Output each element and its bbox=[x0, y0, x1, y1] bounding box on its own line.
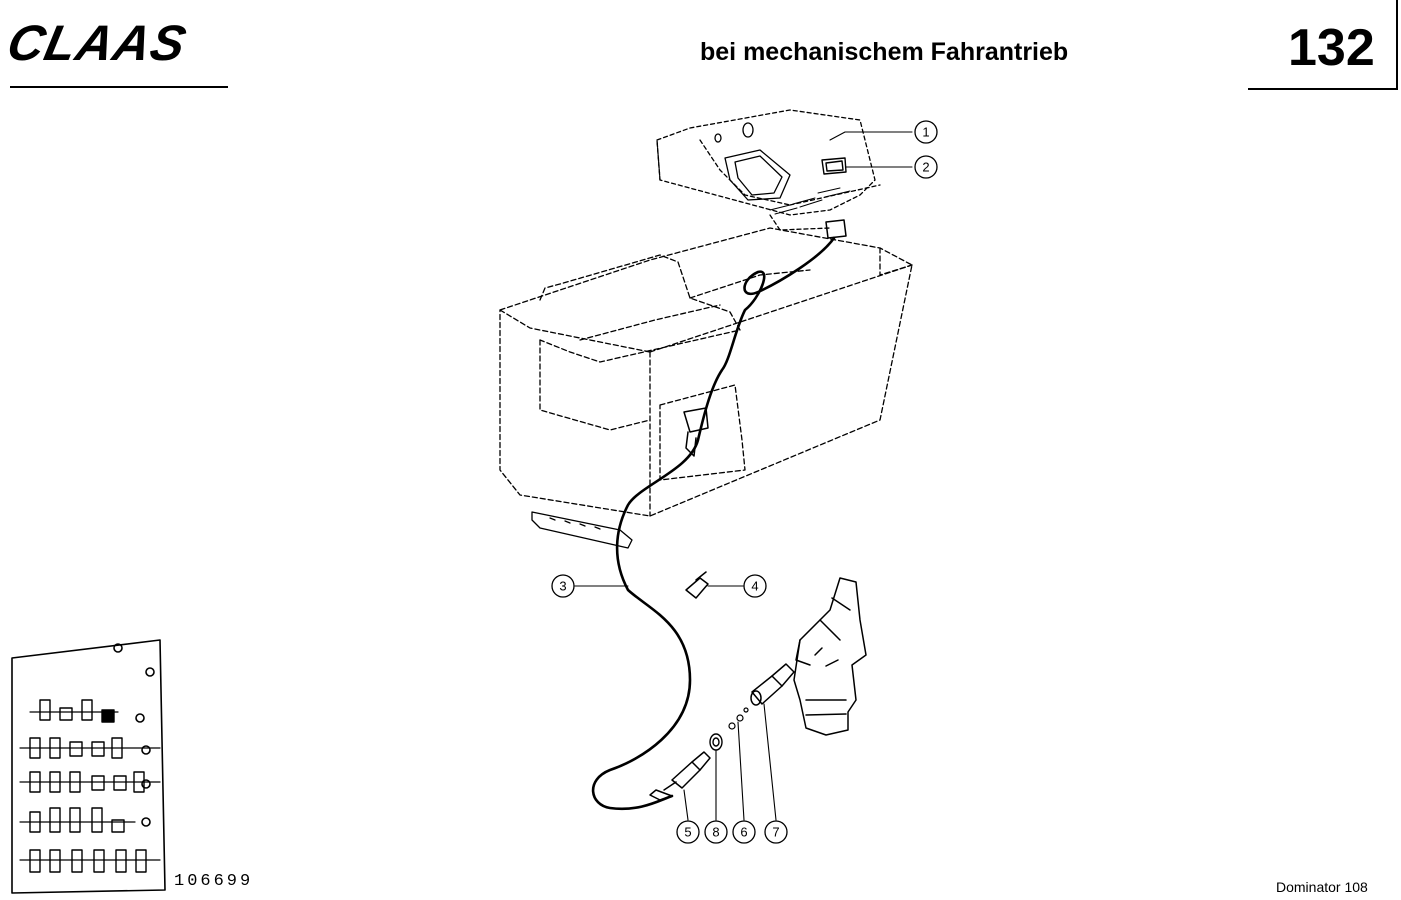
callout-7 bbox=[764, 820, 788, 844]
callout-4 bbox=[743, 574, 767, 598]
connector-top bbox=[825, 219, 847, 239]
shift-gate bbox=[714, 122, 791, 201]
gearbox-housing bbox=[793, 577, 867, 736]
callout-6 bbox=[732, 820, 756, 844]
page-edge-line bbox=[1396, 0, 1398, 90]
fuse-panel bbox=[11, 639, 166, 894]
oring-6 bbox=[728, 707, 749, 730]
callout-label-4: 4 bbox=[751, 579, 758, 594]
callout-8 bbox=[704, 820, 728, 844]
callout-2 bbox=[914, 155, 938, 179]
callout-label-7: 7 bbox=[772, 825, 779, 840]
callout-label-3: 3 bbox=[559, 579, 566, 594]
callouts bbox=[551, 120, 938, 844]
callout-1 bbox=[914, 120, 938, 144]
callout-5 bbox=[676, 820, 700, 844]
callout-label-2: 2 bbox=[922, 160, 929, 175]
clip-4 bbox=[685, 571, 709, 599]
callout-label-5: 5 bbox=[684, 825, 691, 840]
fuse-rows bbox=[29, 699, 147, 873]
leader-lines bbox=[574, 131, 913, 821]
logo-rule bbox=[10, 86, 228, 88]
sensor-5 bbox=[663, 751, 711, 791]
seat-console bbox=[499, 227, 913, 517]
wiring-harness bbox=[591, 236, 836, 811]
page-number-rule bbox=[1248, 88, 1396, 90]
reference-number: 106699 bbox=[174, 872, 254, 891]
page-number: 132 bbox=[1288, 19, 1375, 77]
model-name: Dominator 108 bbox=[1276, 879, 1368, 895]
washer-8 bbox=[709, 733, 723, 751]
callout-3 bbox=[551, 574, 575, 598]
callout-label-6: 6 bbox=[740, 825, 747, 840]
callout-label-8: 8 bbox=[712, 825, 719, 840]
callout-label-1: 1 bbox=[922, 125, 929, 140]
adapter-7 bbox=[750, 663, 795, 706]
switch-2 bbox=[821, 157, 847, 175]
fuse-connectors bbox=[19, 711, 161, 861]
page-title: bei mechanischem Fahrantrieb bbox=[700, 38, 1069, 66]
panel-grille bbox=[769, 187, 851, 215]
